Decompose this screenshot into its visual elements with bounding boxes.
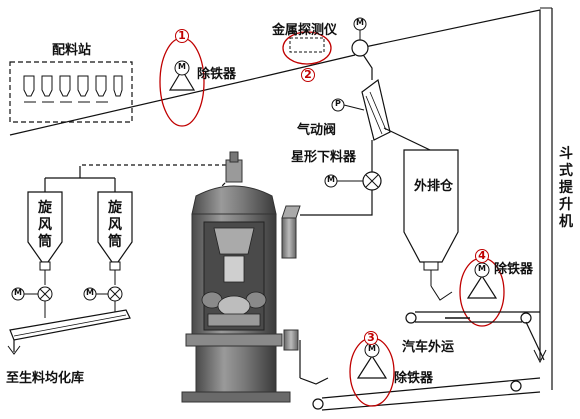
bucket-elevator-label: 斗式提升机 xyxy=(559,146,573,230)
external-bin-label: 外排仓 xyxy=(414,179,454,194)
motor-icon: M xyxy=(86,288,94,297)
truck-conveyor xyxy=(405,311,545,361)
metal-detector-label: 金属探测仪 xyxy=(272,23,338,38)
marker-3: 3 xyxy=(364,331,378,345)
motor-icon: M xyxy=(178,62,186,71)
external-bin xyxy=(403,149,459,301)
motor-icon: M xyxy=(368,344,376,353)
pneumatic-valve-label: 气动阀 xyxy=(297,123,337,138)
elevator-head xyxy=(533,7,552,364)
star-feeder-label: 星形下料器 xyxy=(291,150,357,165)
motor-icon: M xyxy=(14,288,22,297)
homogenization-conveyor xyxy=(7,309,131,355)
cyclone-right-label: 旋风筒 xyxy=(108,200,122,250)
batching-station xyxy=(9,61,133,123)
motor-icon: M xyxy=(478,264,486,273)
homogenization-store-label: 至生料均化库 xyxy=(6,371,85,386)
iron-remover-1 xyxy=(159,37,205,127)
cyclone-left xyxy=(11,191,63,318)
marker-2: 2 xyxy=(301,68,315,82)
iron-remover-3-label: 除铁器 xyxy=(394,371,434,386)
iron-remover-1-label: 除铁器 xyxy=(197,67,237,82)
return-conveyor xyxy=(299,340,541,411)
cyclone-left-label: 旋风筒 xyxy=(38,200,52,250)
metal-detector xyxy=(282,17,369,65)
motor-icon: M xyxy=(356,18,364,27)
star-feeder xyxy=(300,140,382,216)
iron-remover-4-label: 除铁器 xyxy=(494,262,534,277)
vertical-roller-mill xyxy=(181,151,301,403)
truck-transport-label: 汽车外运 xyxy=(402,340,455,355)
batching-station-label: 配料站 xyxy=(52,43,92,58)
motor-icon: M xyxy=(327,175,335,184)
marker-4: 4 xyxy=(475,249,489,263)
pneumatic-icon: P xyxy=(335,99,341,108)
marker-1: 1 xyxy=(175,29,189,43)
main-conveyor xyxy=(9,8,553,390)
cyclone-duct xyxy=(44,164,231,192)
